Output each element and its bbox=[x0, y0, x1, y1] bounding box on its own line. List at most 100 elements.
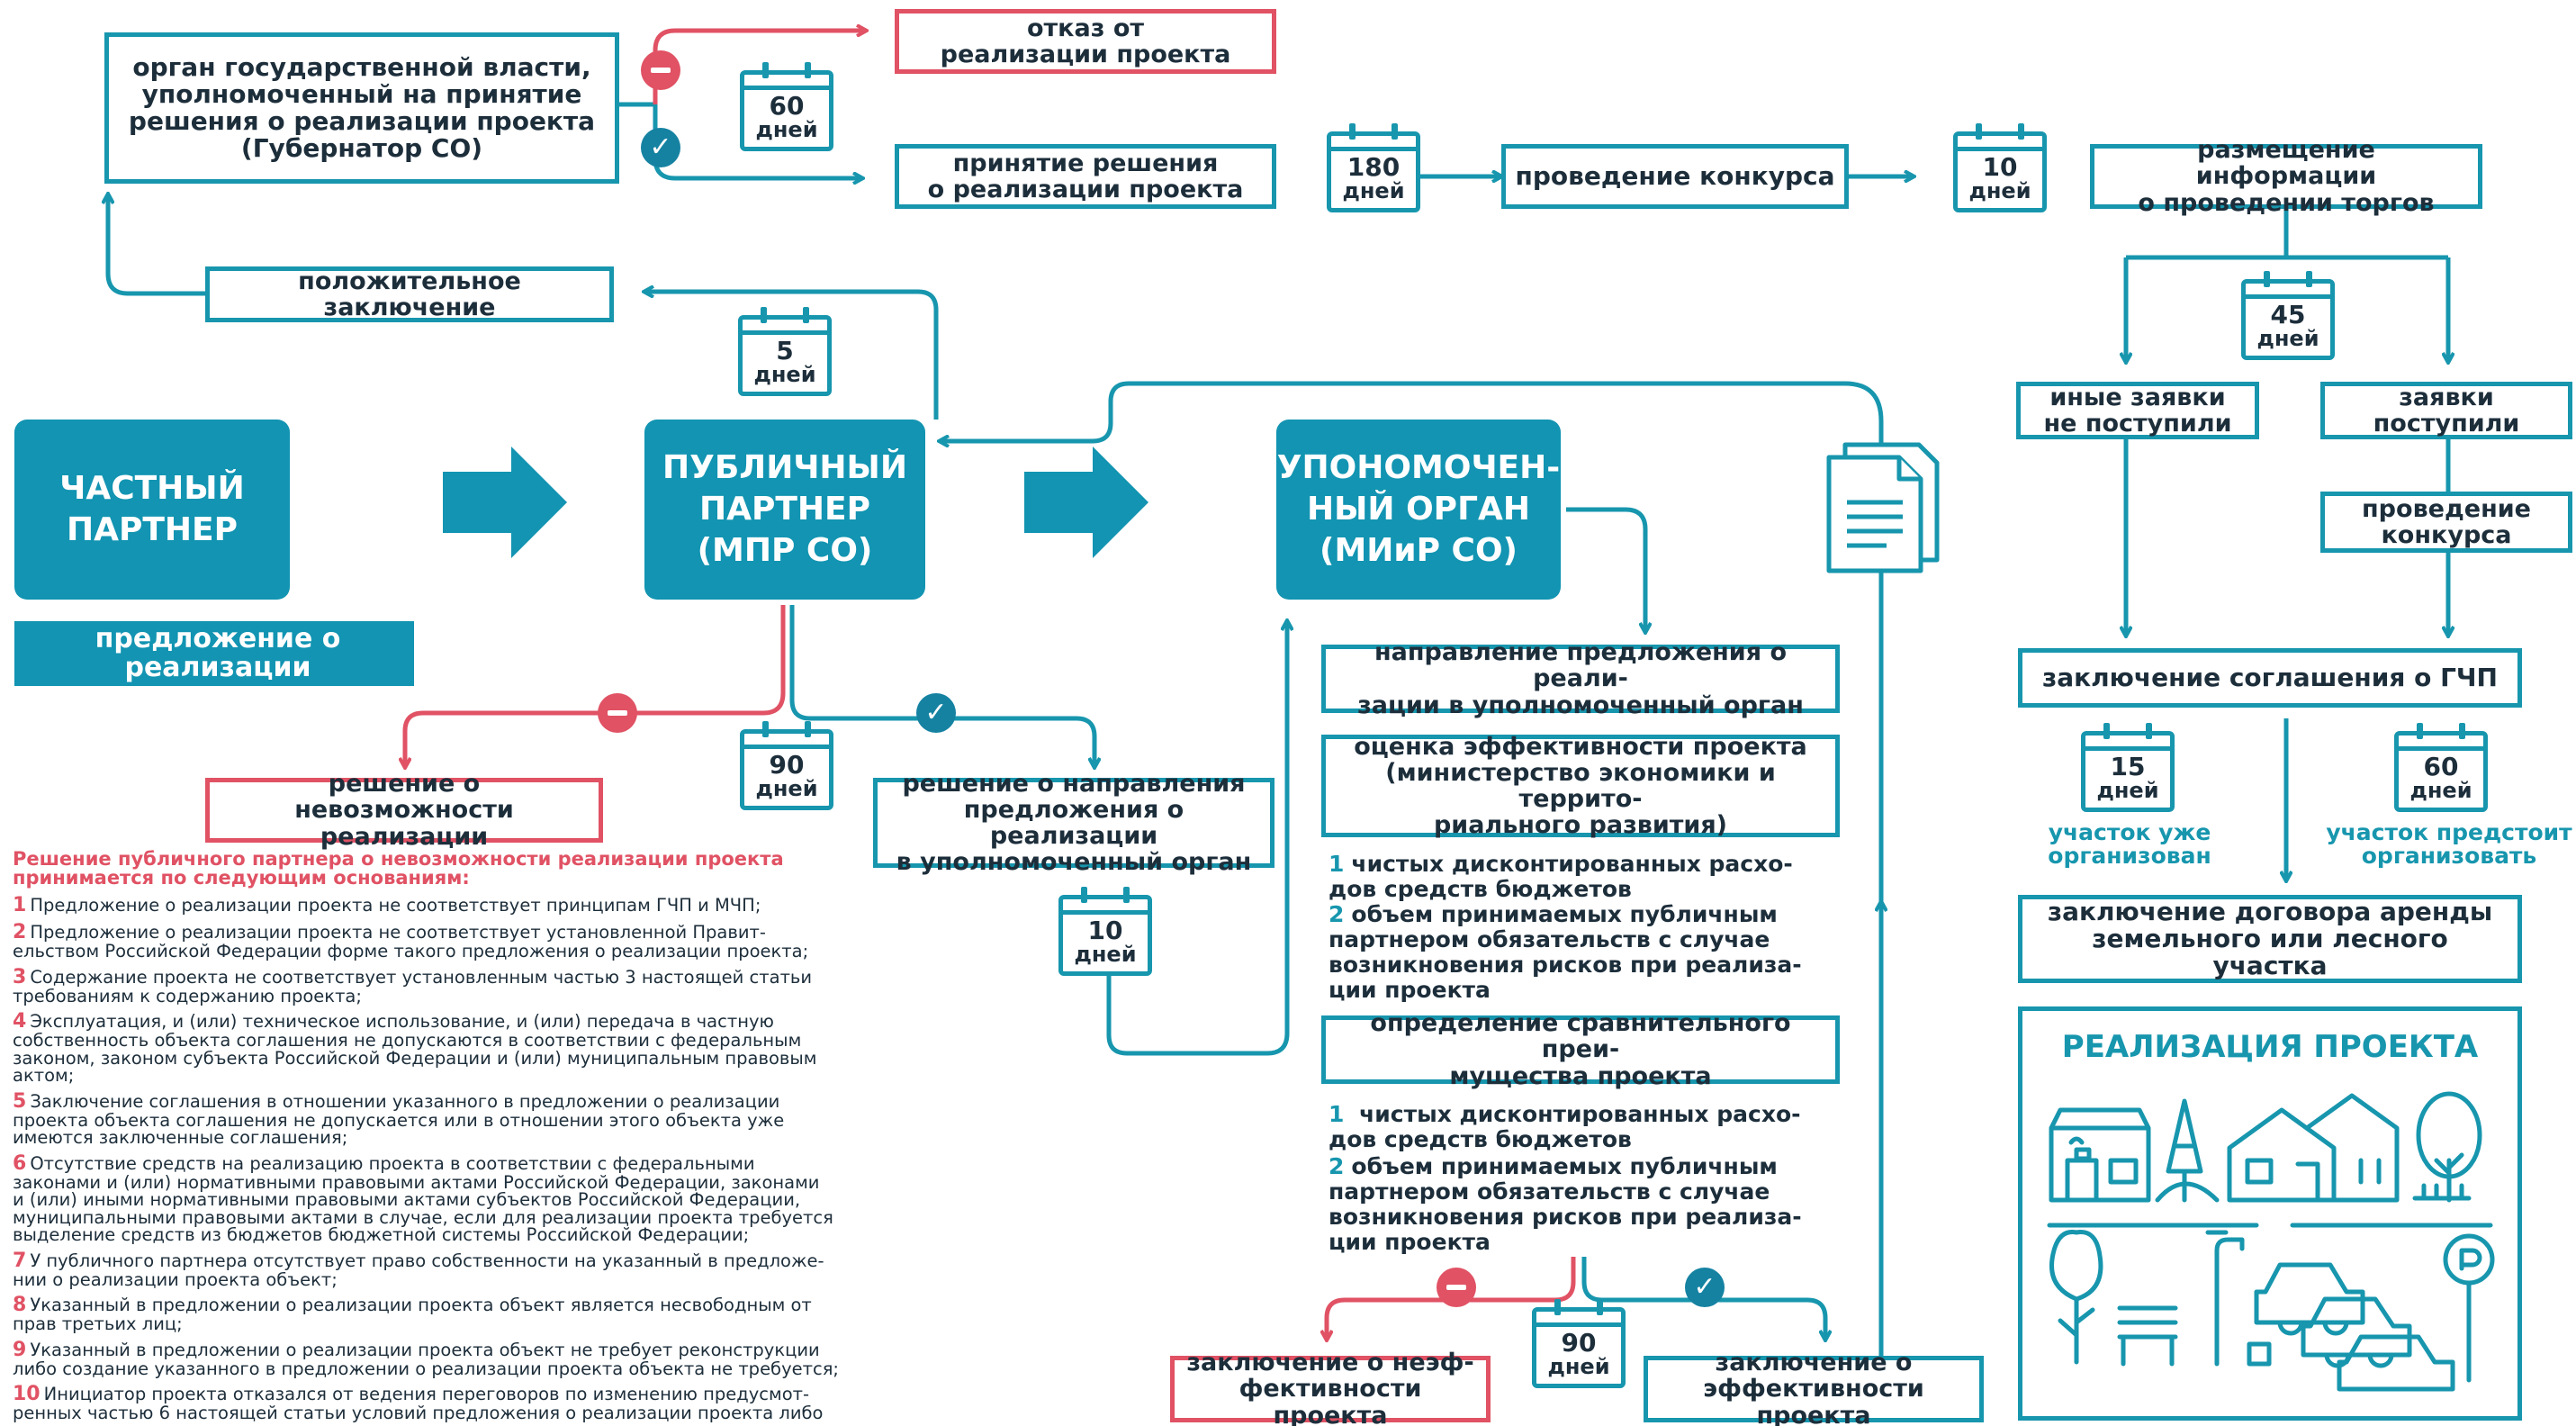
reason-text: Указанный в предложении о реализации про… bbox=[13, 1339, 840, 1379]
gov-authority-box: орган государственной власти, уполномоче… bbox=[104, 32, 619, 184]
reason-text: Предложение о реализации проекта не соот… bbox=[13, 922, 809, 961]
street-lamp-icon bbox=[2205, 1230, 2245, 1367]
house-icon-2 bbox=[2304, 1093, 2400, 1203]
proposal-label: предложение о реализации bbox=[14, 621, 414, 686]
positive-conclusion-box: положительное заключение bbox=[205, 266, 614, 322]
connector-authorized-sending bbox=[1566, 507, 1645, 632]
reason-text: Эксплуатация, и (или) техническое исполь… bbox=[13, 1011, 817, 1086]
reason-number: 6 bbox=[13, 1151, 27, 1175]
check-icon-efficiency: ✓ bbox=[1685, 1268, 1725, 1307]
connector-gov-refuse bbox=[653, 31, 866, 104]
connector-public-impossible bbox=[405, 605, 786, 767]
reason-text: Предложение о реализации проекта не соот… bbox=[30, 895, 761, 916]
private-partner-box: ЧАСТНЫЙ ПАРТНЕР bbox=[14, 420, 290, 600]
city-illustration bbox=[2047, 1091, 2495, 1392]
refusal-box: отказ от реализации проекта bbox=[895, 9, 1276, 74]
reason-number: 4 bbox=[13, 1010, 27, 1033]
house-icon bbox=[2227, 1107, 2337, 1203]
connector-public-positive bbox=[644, 292, 939, 420]
reason-number: 2 bbox=[13, 921, 27, 943]
efficiency-conclusion-box: заключение о эффективности проекта bbox=[1644, 1349, 1984, 1426]
reason-number: 3 bbox=[13, 965, 27, 988]
reason-number: 9 bbox=[13, 1338, 27, 1361]
authorized-body-box: УПОНОМОЧЕН- НЫЙ ОРГАН (МИиР СО) bbox=[1276, 420, 1561, 600]
connector-loop-back bbox=[940, 381, 1884, 1379]
lease-agreement-box: заключение договора аренды земельного ил… bbox=[2018, 895, 2522, 983]
contest-box-2: проведение конкурса bbox=[2320, 492, 2572, 553]
parking-sign-icon bbox=[2443, 1233, 2495, 1286]
connector-forward-authorized bbox=[1106, 621, 1287, 1056]
contest-box: проведение конкурса bbox=[1501, 144, 1849, 209]
reason-text: Указанный в предложении о реализации про… bbox=[13, 1295, 812, 1334]
flow-arrow-public-authorized bbox=[1024, 447, 1148, 558]
efficiency-assessment-box: оценка эффективности проекта (министерст… bbox=[1321, 734, 1840, 838]
reject-icon-efficiency bbox=[1437, 1268, 1476, 1307]
reason-text: Отсутствие средств на реализацию проекта… bbox=[13, 1152, 833, 1245]
plot-organized-note: участок уже организован bbox=[2048, 819, 2211, 869]
acceptance-box: принятие решения о реализации проекта bbox=[895, 144, 1276, 209]
inefficiency-conclusion-box: заключение о неэф- фективности проекта bbox=[1170, 1349, 1491, 1426]
bids-received-box: заявки поступили bbox=[2320, 382, 2572, 439]
impossibility-decision-box: решение о невозможности реализации bbox=[205, 771, 603, 850]
park-tree-icon bbox=[2058, 1296, 2095, 1365]
public-partner-box: ПУБЛИЧНЫЙ ПАРТНЕР (МПР СО) bbox=[644, 420, 925, 600]
reject-icon-public bbox=[598, 693, 637, 733]
deciduous-tree-icon bbox=[2434, 1152, 2464, 1203]
reasons-heading: Решение публичного партнера о невозможно… bbox=[13, 848, 784, 889]
reason-number: 7 bbox=[13, 1249, 27, 1272]
reject-icon bbox=[641, 50, 680, 90]
car-icon-3 bbox=[2337, 1334, 2455, 1392]
reason-number: 5 bbox=[13, 1089, 27, 1113]
connector-public-forward bbox=[789, 605, 1094, 767]
reason-text: Содержание проекта не соответствует уста… bbox=[13, 966, 813, 1006]
reason-text: Заключение соглашения в отношении указан… bbox=[13, 1090, 785, 1148]
check-icon-public: ✓ bbox=[916, 693, 956, 733]
realization-title: РЕАЛИЗАЦИЯ ПРОЕКТА bbox=[2061, 1029, 2479, 1065]
connector-tender-branch bbox=[2123, 207, 2451, 360]
car-icon-2 bbox=[2301, 1296, 2412, 1368]
tender-info-box: размещение информации о проведении торго… bbox=[2090, 137, 2482, 216]
reason-number: 1 bbox=[13, 894, 27, 916]
forwarding-decision-box: решение о направления предложения о реал… bbox=[873, 771, 1274, 875]
connector-positive-gov bbox=[108, 194, 205, 296]
document-icon bbox=[1826, 442, 1940, 573]
plot-to-organize-note: участок предстоит организовать bbox=[2326, 819, 2572, 869]
flow-arrow-private-public bbox=[443, 447, 567, 558]
proposal-sending-box: направление предложения о реали- зации в… bbox=[1321, 639, 1840, 718]
reason-text: У публичного партнера отсутствует право … bbox=[13, 1250, 824, 1290]
reason-number: 8 bbox=[13, 1294, 27, 1316]
shop-icon bbox=[2049, 1107, 2151, 1203]
no-other-bids-box: иные заявки не поступили bbox=[2016, 382, 2259, 439]
comparative-advantage-box: определение сравнительного преи- муществ… bbox=[1321, 1010, 1840, 1089]
reason-number: 10 bbox=[13, 1383, 41, 1405]
rejection-reasons: Решение публичного партнера о невозможно… bbox=[13, 850, 881, 1426]
reason-text: Инициатор проекта отказался от ведения п… bbox=[13, 1384, 824, 1426]
comparative-criterion-1: 1 чистых дисконтированных расхо- дов сре… bbox=[1329, 1101, 1801, 1152]
realization-panel: РЕАЛИЗАЦИЯ ПРОЕКТА bbox=[2018, 1006, 2522, 1421]
